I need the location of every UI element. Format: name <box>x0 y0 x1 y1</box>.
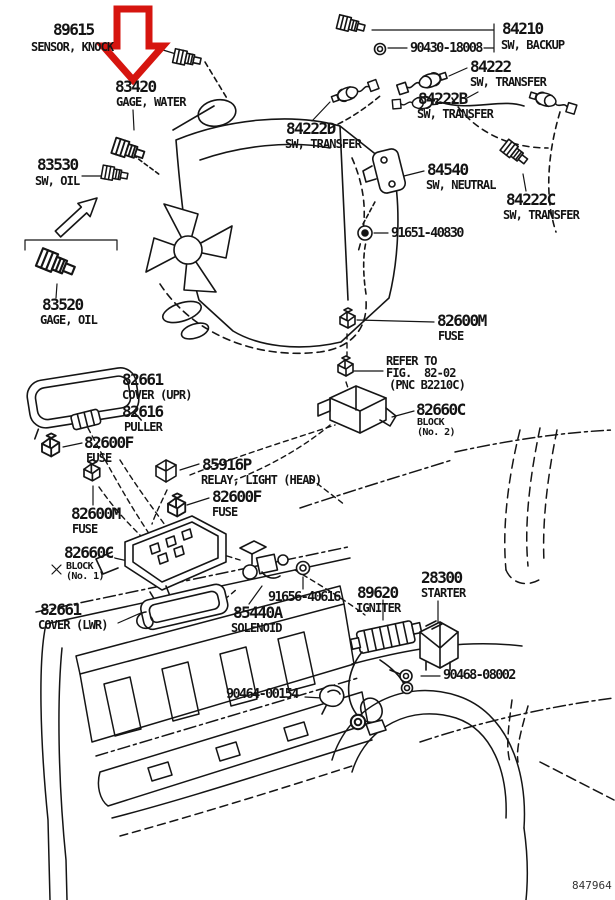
igniter-glyph <box>349 620 423 654</box>
part-name-89615: SENSOR, KNOCK <box>31 40 114 54</box>
leader-lines <box>24 23 527 699</box>
part-name-84222b: SW, TRANSFER <box>417 107 494 121</box>
part-name-83420: GAGE, WATER <box>116 95 186 109</box>
backup-switch-glyph <box>335 13 387 56</box>
part-name-82600f-mid: FUSE <box>212 505 238 519</box>
truck-front-drawing <box>35 427 615 900</box>
engine-drawing <box>132 61 561 354</box>
clamp-90464-glyph <box>319 684 345 715</box>
part-number-90430-18008: 90430-18008 <box>410 40 483 56</box>
refer-note-line2: FIG. 82-02 <box>386 366 456 380</box>
part-name-89620: IGNITER <box>356 601 401 615</box>
part-number-28300: 28300 <box>421 568 463 587</box>
part-name-84222: SW, TRANSFER <box>470 75 547 89</box>
part-name-82660c-no1: BLOCK <box>66 561 94 572</box>
fuse-box-cover-lower-glyph <box>136 583 229 631</box>
part-sub-82660c-no1: (No. 1) <box>66 571 105 582</box>
part-name-84210: SW, BACKUP <box>501 38 565 52</box>
neutral-switch-glyph <box>362 148 407 194</box>
part-number-90468-08002: 90468-08002 <box>443 667 516 683</box>
engine-fan <box>145 203 233 293</box>
part-name-82600m-top: FUSE <box>438 329 464 343</box>
part-number-83420: 83420 <box>115 77 157 96</box>
part-number-82600m-left: 82600M <box>71 504 121 523</box>
refer-note-line1: REFER TO <box>386 354 438 368</box>
headlamp-relay-glyph <box>155 459 177 483</box>
part-number-84222d: 84222D <box>286 119 336 138</box>
fuse-block-no2-glyph <box>317 385 397 434</box>
part-name-82661-upr: COVER (UPR) <box>122 388 192 402</box>
part-number-82600f-mid: 82600F <box>212 487 262 506</box>
pointer-open-arrow <box>54 197 98 238</box>
solenoid-assembly-glyph <box>239 540 289 580</box>
refer-note-line3: (PNC B2210C) <box>389 378 466 392</box>
part-number-84540: 84540 <box>427 160 469 179</box>
starter-relay-glyph <box>419 620 459 671</box>
part-name-82600m-left: FUSE <box>72 522 98 536</box>
part-number-82600f-left: 82600F <box>84 433 134 452</box>
part-name-84222c: SW, TRANSFER <box>503 208 580 222</box>
oil-switch-glyph <box>100 164 130 184</box>
bolt-91651-glyph <box>357 199 377 241</box>
part-number-82660c-no2: 82660C <box>416 400 466 419</box>
part-sub-82660c-no2: (No. 2) <box>417 427 456 438</box>
part-name-85440a: SOLENOID <box>231 621 283 635</box>
part-number-83520: 83520 <box>42 295 84 314</box>
part-number-84222: 84222 <box>470 57 512 76</box>
part-number-82661-lwr: 82661 <box>40 600 82 619</box>
knock-sensor-glyph <box>171 47 203 69</box>
part-number-82600m-top: 82600M <box>437 311 487 330</box>
part-name-85916p: RELAY, LIGHT (HEAD) <box>201 473 322 487</box>
part-name-83530: SW, OIL <box>35 174 80 188</box>
part-number-82660c-no1: 82660C <box>64 543 114 562</box>
oil-sender-glyph <box>34 247 78 281</box>
part-name-82600f-left: FUSE <box>86 451 112 465</box>
part-name-84222d: SW, TRANSFER <box>285 137 362 151</box>
part-name-28300: STARTER <box>421 586 466 600</box>
part-number-85916p: 85916P <box>202 455 252 474</box>
transfer-switch-glyphs <box>329 68 579 168</box>
nut-91656-glyph <box>295 560 311 576</box>
puller-glyph <box>70 408 102 431</box>
part-number-82616: 82616 <box>122 402 164 421</box>
part-name-83520: GAGE, OIL <box>40 313 98 327</box>
figure-code: 847964 <box>572 879 612 892</box>
part-name-82616: PULLER <box>124 420 163 434</box>
red-highlight-arrow-icon <box>95 5 171 86</box>
part-number-82661-upr: 82661 <box>122 370 164 389</box>
part-name-82660c-no2: BLOCK <box>417 417 445 428</box>
part-number-84210: 84210 <box>502 19 544 38</box>
part-number-89620: 89620 <box>357 583 399 602</box>
part-number-91651-40830: 91651-40830 <box>391 225 464 241</box>
bolt-90468-glyph <box>389 669 413 683</box>
fuse-block-no1-glyph <box>95 515 227 603</box>
part-number-89615: 89615 <box>53 20 95 39</box>
part-number-91656-40616: 91656-40616 <box>268 589 341 605</box>
part-name-82661-lwr: COVER (LWR) <box>38 618 108 632</box>
part-number-83530: 83530 <box>37 155 79 174</box>
part-number-90464-00154: 90464-00154 <box>226 686 299 702</box>
part-name-84540: SW, NEUTRAL <box>426 178 496 192</box>
part-number-84222b: 84222B <box>418 89 468 108</box>
part-number-85440a: 85440A <box>233 603 283 622</box>
part-number-84222c: 84222C <box>506 190 556 209</box>
water-temp-sender-glyph <box>110 136 147 164</box>
